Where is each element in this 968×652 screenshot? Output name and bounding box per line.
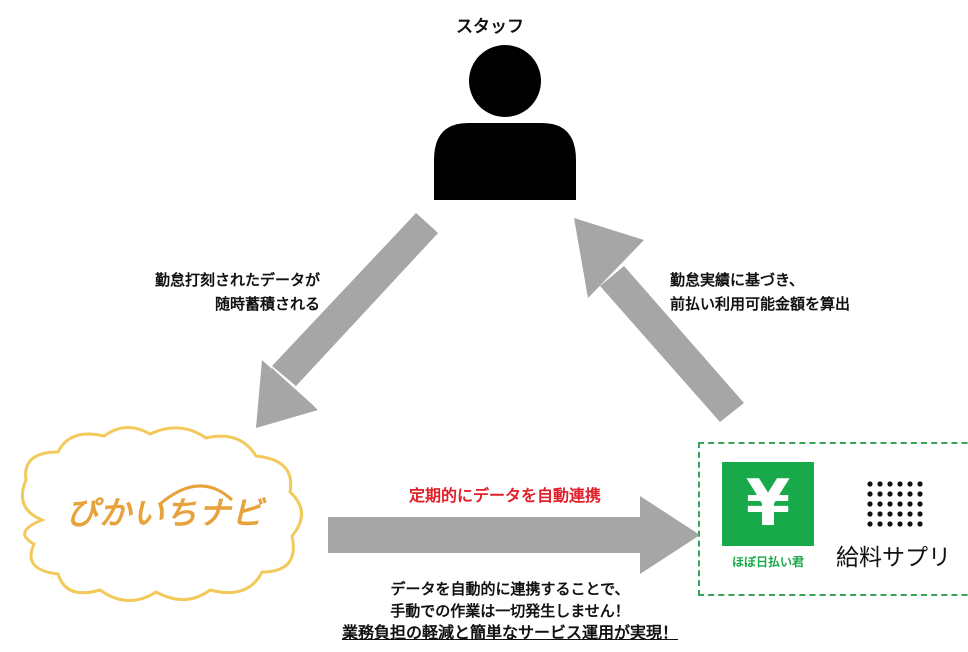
calculation-note-line1: 勤怠実績に基づき、 <box>670 271 804 289</box>
bottom-message: データを自動的に連携することで、 手動での作業は一切発生しません！ 業務負担の軽… <box>230 578 790 644</box>
partner-services-box <box>698 442 968 596</box>
arrow-staff-to-attendance <box>256 213 438 428</box>
auto-sync-label: 定期的にデータを自動連携 <box>408 486 601 505</box>
yen-icon: ¥ <box>745 467 791 541</box>
accumulation-note: 勤怠打刻されたデータが 随時蓄積される <box>100 268 320 316</box>
staff-label: スタッフ <box>456 17 524 37</box>
bottom-message-line2: 手動での作業は一切発生しません！ <box>390 602 630 620</box>
bottom-message-highlight: 業務負担の軽減と簡単なサービス運用が実現！ <box>341 623 678 642</box>
cloud-shape <box>21 426 303 602</box>
person-icon <box>434 45 576 200</box>
calculation-note: 勤怠実績に基づき、 前払い利用可能金額を算出 <box>670 268 940 316</box>
attendance-system-logo: ぴかいちナビ <box>65 494 264 532</box>
logo-swoosh <box>159 484 234 506</box>
supli-name: 給料サプリ <box>836 545 951 571</box>
bottom-message-line1: データを自動的に連携することで、 <box>390 580 630 598</box>
supli-dots-icon <box>867 481 923 527</box>
arrow-attendance-to-partner <box>328 496 700 574</box>
accumulation-note-line1: 勤怠打刻されたデータが <box>154 271 320 289</box>
accumulation-note-line2: 随時蓄積される <box>214 295 320 313</box>
calculation-note-line2: 前払い利用可能金額を算出 <box>670 295 851 313</box>
hobohi-caption: ほぼ日払い君 <box>731 555 804 569</box>
arrow-partner-to-staff <box>574 218 744 422</box>
hobohi-logo-tile: ¥ <box>722 462 814 546</box>
